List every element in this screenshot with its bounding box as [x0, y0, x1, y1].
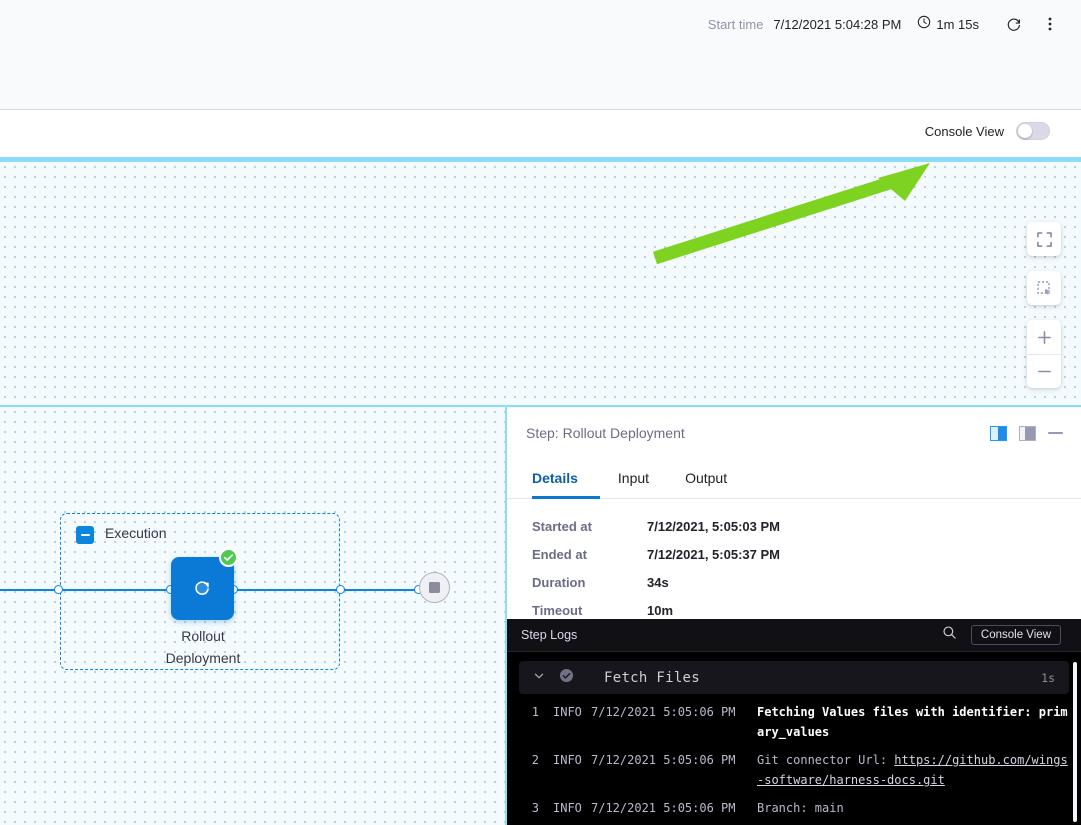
step-logs-header: Step Logs Console View: [507, 619, 1081, 652]
connector-line-out: [234, 589, 424, 591]
selection-tool-button[interactable]: [1027, 271, 1061, 305]
tab-output[interactable]: Output: [685, 469, 728, 486]
split-view-wide-icon[interactable]: [1019, 425, 1036, 441]
detail-value-duration: 34s: [647, 575, 669, 590]
detail-key-timeout: Timeout: [532, 603, 583, 618]
check-circle-icon: [219, 548, 238, 567]
log-group-duration: 1s: [1041, 670, 1055, 685]
canvas-top-rule: [0, 157, 1081, 162]
tab-details[interactable]: Details: [532, 459, 600, 499]
minimize-icon[interactable]: [1048, 432, 1063, 434]
toggle-knob: [1018, 124, 1032, 138]
duration-value: 1m 15s: [936, 16, 979, 32]
log-line-timestamp: 7/12/2021 5:05:06 PM: [591, 753, 736, 767]
panel-header: Step: Rollout Deployment: [507, 407, 1081, 459]
detail-value-ended-at: 7/12/2021, 5:05:37 PM: [647, 547, 780, 562]
step-label: Rollout Deployment: [142, 625, 264, 669]
step-label-line1: Rollout: [181, 628, 225, 644]
canvas-controls: [1027, 222, 1061, 388]
step-logs-title: Step Logs: [521, 628, 578, 642]
stop-square-icon: [429, 582, 440, 593]
zoom-card: [1027, 320, 1061, 388]
rollout-refresh-icon: [194, 580, 210, 595]
split-view-right-icon[interactable]: [990, 425, 1007, 441]
panel-title: Step: Rollout Deployment: [526, 425, 685, 441]
log-line-level: INFO: [553, 801, 582, 815]
log-line-number: 3: [531, 801, 539, 815]
minus-square-icon[interactable]: [76, 526, 94, 544]
log-message-link[interactable]: https://github.com/wings-software/harnes…: [757, 753, 1068, 787]
zoom-in-button[interactable]: [1027, 320, 1061, 354]
log-line: 1 INFO 7/12/2021 5:05:06 PM Fetching Val…: [519, 694, 1069, 742]
connector-line-in: [0, 589, 175, 591]
tab-input[interactable]: Input: [617, 469, 650, 486]
start-time-label: Start time: [707, 16, 764, 32]
detail-value-timeout: 10m: [647, 603, 674, 618]
connector-port-left[interactable]: [54, 585, 63, 594]
pipeline-canvas-lower[interactable]: [0, 405, 505, 825]
execution-group[interactable]: Execution: [60, 513, 340, 670]
console-view-bar: Console View: [0, 110, 1081, 158]
log-line-message: Fetching Values files with identifier: p…: [757, 705, 1068, 739]
chevron-down-icon[interactable]: [533, 670, 545, 685]
run-info: Start time 7/12/2021 5:04:28 PM 1m 15s: [708, 8, 1063, 40]
logs-scrollbar[interactable]: [1073, 662, 1077, 822]
start-time-value: 7/12/2021 5:04:28 PM: [773, 16, 902, 32]
console-view-toggle[interactable]: [1016, 122, 1050, 140]
console-view-label: Console View: [924, 123, 1004, 139]
step-logs-actions: Console View: [942, 625, 1061, 645]
minus-glyph: [80, 534, 90, 536]
log-line-level: INFO: [553, 705, 582, 719]
logs-console-view-button[interactable]: Console View: [970, 625, 1061, 645]
log-line-level: INFO: [553, 753, 582, 767]
pipeline-canvas-upper[interactable]: [0, 162, 1081, 405]
step-logs-section: Step Logs Console View Fetch File: [507, 619, 1081, 825]
stop-node[interactable]: [419, 572, 450, 603]
step-details-panel: Step: Rollout Deployment Details Input O…: [505, 405, 1081, 825]
console-view-control: Console View: [925, 122, 1050, 140]
log-line-timestamp: 7/12/2021 5:05:06 PM: [591, 801, 736, 815]
log-group-name: Fetch Files: [604, 669, 701, 686]
panel-view-icons: [990, 425, 1063, 441]
log-line: 3 INFO 7/12/2021 5:05:06 PM Branch: main: [519, 790, 1069, 818]
detail-key-ended-at: Ended at: [532, 547, 587, 562]
search-icon[interactable]: [942, 625, 957, 645]
top-header: Start time 7/12/2021 5:04:28 PM 1m 15s: [0, 0, 1081, 110]
log-group-fetch-files[interactable]: Fetch Files 1s: [519, 661, 1069, 694]
detail-key-duration: Duration: [532, 575, 586, 590]
log-line-timestamp: 7/12/2021 5:05:06 PM: [591, 705, 736, 719]
annotation-arrow: [653, 163, 930, 265]
duration-group: 1m 15s: [917, 15, 979, 34]
detail-key-started-at: Started at: [532, 519, 592, 534]
log-line-message: Git connector Url: https://github.com/wi…: [751, 750, 1069, 790]
fit-card: [1027, 222, 1061, 256]
step-label-line2: Deployment: [165, 650, 241, 666]
log-line-number: 2: [531, 753, 539, 767]
panel-tabs: Details Input Output: [507, 459, 1081, 499]
log-message-prefix: Git connector Url:: [757, 753, 895, 767]
detail-value-started-at: 7/12/2021, 5:05:03 PM: [647, 519, 780, 534]
check-circle-icon: [559, 668, 574, 688]
log-line: 2 INFO 7/12/2021 5:05:06 PM Git connecto…: [519, 742, 1069, 790]
execution-group-label: Execution: [105, 525, 167, 541]
more-vertical-icon[interactable]: [1037, 11, 1063, 37]
log-line-message: Branch: main: [757, 801, 844, 815]
fit-to-screen-button[interactable]: [1027, 222, 1061, 256]
clock-icon: [917, 15, 931, 34]
step-logs-body[interactable]: Fetch Files 1s 1 INFO 7/12/2021 5:05:06 …: [507, 652, 1081, 825]
step-details-list: Started at 7/12/2021, 5:05:03 PM Ended a…: [532, 519, 952, 618]
refresh-icon[interactable]: [1001, 11, 1027, 37]
zoom-out-button[interactable]: [1027, 354, 1061, 388]
connector-port-pre-stop[interactable]: [336, 585, 345, 594]
step-node-rollout-deployment[interactable]: [171, 557, 234, 620]
selection-card: [1027, 271, 1061, 305]
log-line-number: 1: [531, 705, 539, 719]
